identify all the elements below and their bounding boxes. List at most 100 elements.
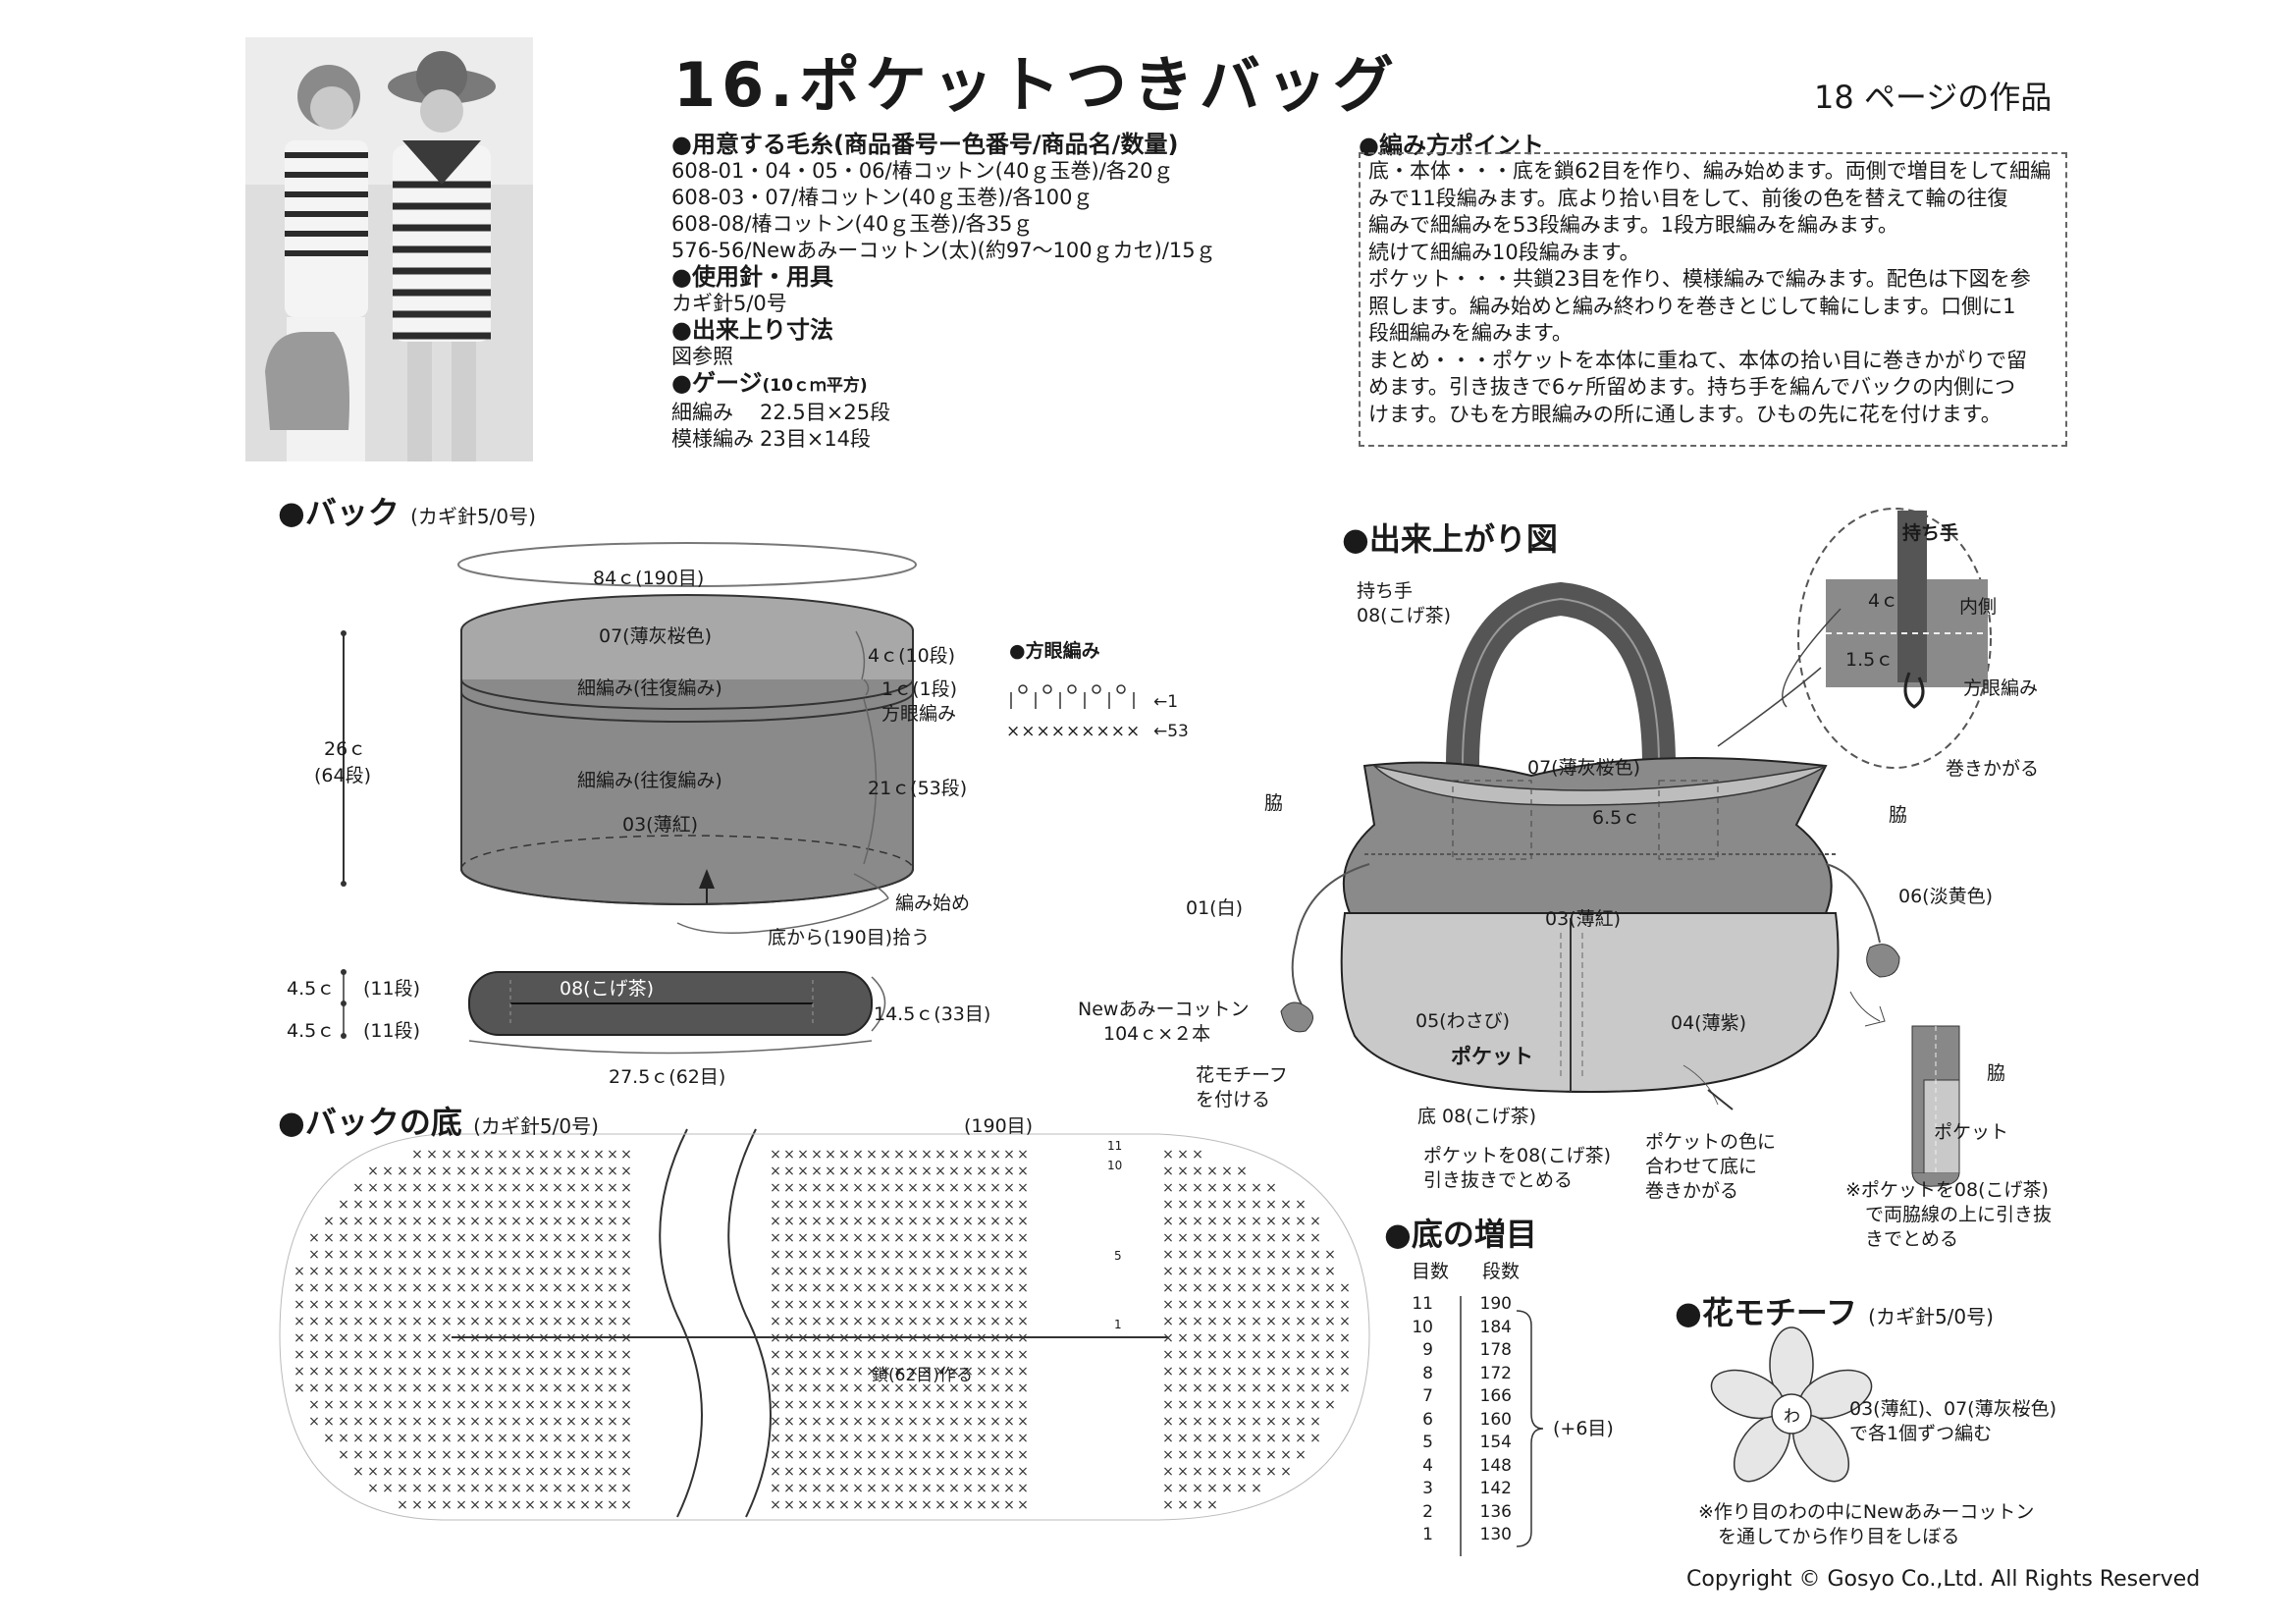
stitch-symbol: × <box>783 1347 795 1363</box>
stitch-symbol: × <box>962 1447 974 1463</box>
stitch-symbol: × <box>497 1380 508 1396</box>
stitch-symbol: × <box>1295 1431 1307 1446</box>
stitch-symbol: × <box>1003 1147 1015 1163</box>
stitch-symbol: × <box>538 1297 550 1313</box>
increase-stitch-count: 136 <box>1479 1501 1512 1522</box>
stitch-symbol: × <box>1309 1264 1321 1279</box>
stitch-symbol: × <box>948 1464 960 1480</box>
stitch-symbol: × <box>852 1431 864 1446</box>
stitch-symbol: × <box>825 1230 836 1246</box>
stitch-symbol: × <box>838 1347 850 1363</box>
stitch-symbol: × <box>948 1481 960 1496</box>
stitch-symbol: × <box>1295 1380 1307 1396</box>
stitch-symbol: × <box>1265 1447 1277 1463</box>
stitch-symbol: × <box>797 1497 809 1513</box>
stitch-symbol: × <box>352 1247 364 1263</box>
stitch-symbol: × <box>989 1297 1001 1313</box>
stitch-symbol: × <box>426 1414 438 1430</box>
stitch-symbol: × <box>770 1230 781 1246</box>
stitch-symbol: × <box>367 1347 379 1363</box>
stitch-symbol: × <box>469 1464 481 1480</box>
stitch-symbol: × <box>1206 1464 1218 1480</box>
stitch-symbol: × <box>934 1414 946 1430</box>
stitch-symbol: × <box>455 1364 467 1380</box>
stitch-symbol: × <box>411 1397 423 1413</box>
stitch-symbol: × <box>397 1280 408 1296</box>
stitch-symbol: × <box>510 1447 522 1463</box>
stitch-symbol: × <box>989 1197 1001 1213</box>
stitch-symbol: × <box>1295 1230 1307 1246</box>
material-line: 576-56/Newあみーコットン(太)(約97〜100ｇカセ)/15ｇ <box>671 239 1216 262</box>
stitch-symbol: × <box>455 1280 467 1296</box>
stitch-symbol: × <box>948 1314 960 1329</box>
stitch-symbol: × <box>1280 1347 1292 1363</box>
stitch-symbol: × <box>962 1380 974 1396</box>
stitch-symbol: × <box>338 1330 349 1346</box>
stitch-symbol: × <box>1192 1330 1203 1346</box>
stitch-symbol: × <box>469 1481 481 1496</box>
stitch-symbol: × <box>976 1497 988 1513</box>
stitch-symbol: × <box>426 1197 438 1213</box>
stitch-symbol: × <box>770 1397 781 1413</box>
stitch-symbol: × <box>880 1414 891 1430</box>
stitch-symbol: × <box>1206 1414 1218 1430</box>
stitch-symbol: × <box>510 1297 522 1313</box>
stitch-symbol: × <box>469 1247 481 1263</box>
stitch-symbol: × <box>1236 1380 1248 1396</box>
points-line: みで11段編みます。底より拾い目をして、前後の色を替えて輪の往復 <box>1368 186 2008 210</box>
stitch-symbol: × <box>552 1180 563 1196</box>
stitch-symbol: × <box>783 1397 795 1413</box>
stitch-symbol: × <box>1339 1364 1351 1380</box>
stitch-symbol: × <box>593 1197 605 1213</box>
stitch-symbol: × <box>1339 1380 1351 1396</box>
stitch-symbol: × <box>1309 1330 1321 1346</box>
base-r2: (11段) <box>363 1020 421 1042</box>
stitch-symbol: × <box>397 1264 408 1279</box>
stitch-symbol: × <box>510 1180 522 1196</box>
stitch-symbol: × <box>907 1364 919 1380</box>
stitch-symbol: × <box>607 1464 618 1480</box>
stitch-symbol: × <box>510 1497 522 1513</box>
stitch-symbol: × <box>538 1180 550 1196</box>
stitch-symbol: × <box>510 1247 522 1263</box>
stitch-symbol: × <box>483 1180 495 1196</box>
stitch-symbol: × <box>441 1164 453 1179</box>
stitch-symbol: × <box>976 1230 988 1246</box>
increase-row-number: 4 <box>1422 1455 1433 1476</box>
stitch-symbol: × <box>367 1314 379 1329</box>
stitch-symbol: × <box>893 1447 905 1463</box>
stitch-symbol: × <box>607 1197 618 1213</box>
stitch-symbol: × <box>934 1314 946 1329</box>
stitch-symbol: × <box>783 1297 795 1313</box>
stitch-symbol: × <box>411 1197 423 1213</box>
stitch-symbol: × <box>607 1147 618 1163</box>
stitch-symbol: × <box>1236 1364 1248 1380</box>
stitch-symbol: × <box>593 1280 605 1296</box>
stitch-symbol: × <box>367 1180 379 1196</box>
stitch-symbol: × <box>1309 1280 1321 1296</box>
stitch-symbol: × <box>441 1147 453 1163</box>
stitch-symbol: × <box>989 1431 1001 1446</box>
stitch-symbol: × <box>1003 1481 1015 1496</box>
bag-band-label: 細編み(往復編み) <box>577 677 722 699</box>
stitch-symbol: × <box>1221 1380 1233 1396</box>
stitch-symbol: × <box>934 1180 946 1196</box>
stitch-symbol: × <box>948 1347 960 1363</box>
stitch-symbol: × <box>811 1447 823 1463</box>
stitch-symbol: × <box>620 1481 632 1496</box>
stitch-symbol: × <box>607 1214 618 1229</box>
stitch-symbol: × <box>352 1214 364 1229</box>
stitch-symbol: × <box>524 1414 536 1430</box>
stitch-symbol: × <box>1017 1481 1029 1496</box>
flower-colors-1: 03(薄紅)、07(薄灰桜色) <box>1849 1398 2057 1420</box>
detail-15c: 1.5ｃ <box>1845 649 1895 671</box>
stitch-symbol: × <box>1162 1497 1174 1513</box>
stitch-symbol: × <box>934 1164 946 1179</box>
stitch-symbol: × <box>852 1147 864 1163</box>
stitch-symbol: × <box>770 1347 781 1363</box>
stitch-symbol: × <box>538 1481 550 1496</box>
stitch-symbol: × <box>455 1397 467 1413</box>
stitch-symbol: × <box>426 1164 438 1179</box>
stitch-symbol: × <box>565 1464 577 1480</box>
stitch-symbol: × <box>552 1297 563 1313</box>
